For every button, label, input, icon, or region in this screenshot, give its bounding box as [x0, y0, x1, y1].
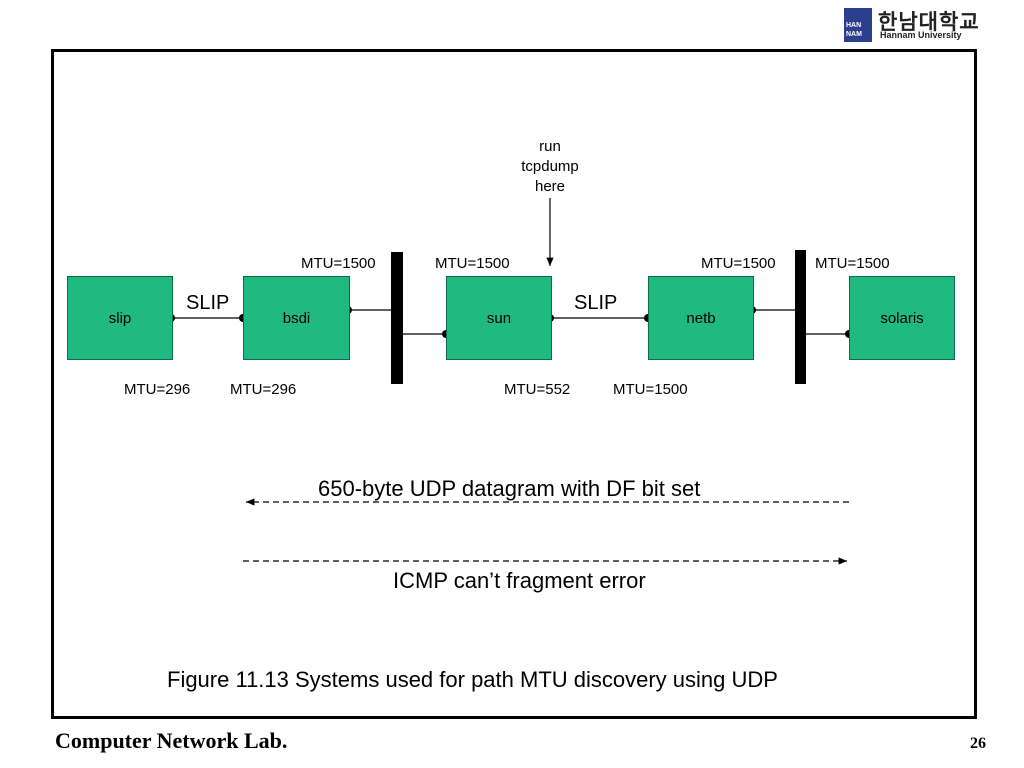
- tcpdump-note-line: here: [534, 178, 566, 195]
- mtu-label-netb-slip: MTU=1500: [613, 381, 688, 398]
- university-logo: HAN NAM 한남대학교 Hannam University: [844, 8, 980, 44]
- footer-lab-name: Computer Network Lab.: [55, 728, 288, 753]
- tcpdump-note-line: tcpdump: [521, 158, 579, 175]
- mtu-label-sun-slip: MTU=552: [504, 381, 571, 398]
- figure-caption: Figure 11.13 Systems used for path MTU d…: [167, 667, 778, 692]
- host-solaris: solaris: [849, 276, 955, 360]
- mtu-label-netb-ether: MTU=1500: [701, 255, 776, 272]
- host-slip: slip: [67, 276, 173, 360]
- host-netb: netb: [648, 276, 754, 360]
- mtu-label-solaris-ether: MTU=1500: [815, 255, 890, 272]
- host-sun: sun: [446, 276, 552, 360]
- hannam-emblem-icon: HAN NAM: [844, 8, 872, 42]
- slip-label-left: SLIP: [186, 292, 230, 314]
- mtu-label-bsdi-ether: MTU=1500: [301, 255, 376, 272]
- mtu-label-slip: MTU=296: [124, 381, 191, 398]
- ethernet-bus-left: [391, 252, 403, 384]
- tcpdump-note-line: run: [539, 138, 561, 155]
- logo-mark-bottom: NAM: [846, 31, 862, 38]
- slide-frame: [51, 49, 977, 719]
- host-bsdi: bsdi: [243, 276, 350, 360]
- logo-english-text: Hannam University: [880, 30, 962, 40]
- logo-mark-top: HAN: [846, 22, 862, 29]
- ethernet-bus-right: [795, 250, 806, 384]
- mtu-label-sun-ether: MTU=1500: [435, 255, 510, 272]
- mtu-label-bsdi-slip: MTU=296: [230, 381, 297, 398]
- datagram-message: 650-byte UDP datagram with DF bit set: [318, 476, 701, 501]
- icmp-message: ICMP can’t fragment error: [393, 568, 646, 593]
- page-number: 26: [970, 735, 986, 752]
- logo-korean-text: 한남대학교: [878, 11, 980, 34]
- slip-label-right: SLIP: [574, 292, 618, 314]
- tcpdump-note: run tcpdump here: [500, 137, 600, 197]
